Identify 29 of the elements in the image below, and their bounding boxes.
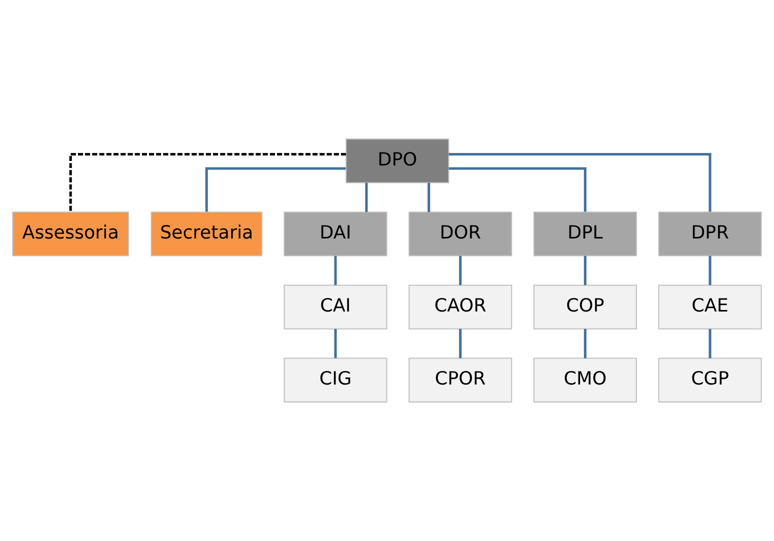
connector [69,153,346,212]
node-box: Assessoria [12,212,129,256]
node-box: CAE [658,284,762,330]
connector [584,256,586,286]
node-box: CPOR [408,358,512,402]
node-box: CAOR [408,284,512,330]
connector [584,328,586,358]
node-box: Secretaria [150,212,262,256]
connector [365,182,368,212]
node-box: DPO [346,138,450,184]
node-box: CIG [284,358,388,402]
connector [428,182,430,212]
connector [334,328,337,358]
connector [448,153,712,212]
connector [459,256,462,286]
connector [708,328,712,358]
node-box: DOR [408,212,512,256]
connector [205,167,346,212]
node-box: CAI [284,284,388,330]
node-box: COP [533,284,637,330]
node-box: CMO [533,358,637,402]
node-box: DAI [284,212,388,256]
connector [334,256,337,286]
connector [459,328,462,358]
connector [448,167,586,212]
node-box: DPL [533,212,637,256]
node-box: DPR [658,212,762,256]
connector [708,256,712,286]
node-box: CGP [658,358,762,402]
